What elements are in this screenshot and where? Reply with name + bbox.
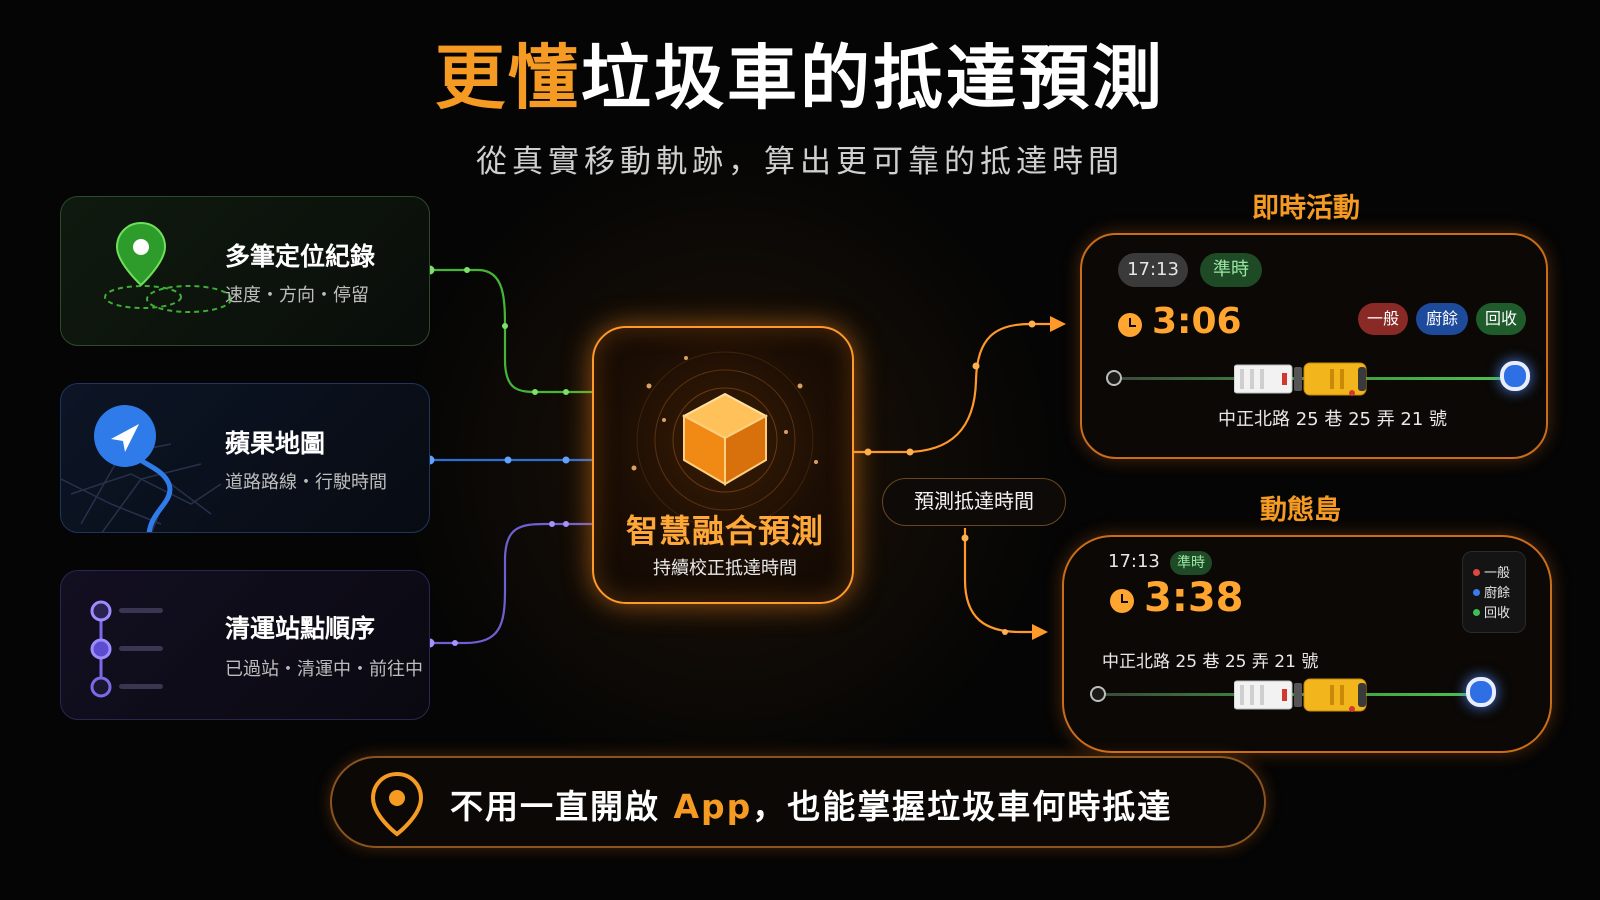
tag-general: 一般 [1358, 303, 1408, 335]
route-stops-icon [90, 600, 163, 698]
green-node [464, 267, 470, 273]
orange-node [961, 534, 969, 542]
start-dot [1106, 370, 1122, 386]
title-rest: 垃圾車的抵達預測 [581, 37, 1165, 119]
source-title: 蘋果地圖 [225, 429, 326, 458]
cube-icon [631, 351, 818, 529]
garbage-truck-icon [1233, 361, 1374, 401]
clock-icon [1118, 313, 1142, 337]
address-text: 中正北路 25 巷 25 弄 21 號 [1218, 409, 1448, 430]
green-connector [430, 268, 592, 394]
time-chip: 17:13 [1118, 253, 1188, 287]
live-activity-card: 17:13 準時 3:06 一般 廚餘 回收 中正北路 25 巷 25 弄 21… [1080, 233, 1548, 459]
tag-recycle: 回收 [1476, 303, 1526, 335]
eta-value: 3:38 [1144, 575, 1244, 621]
orange-node [1002, 629, 1008, 635]
navigation-arrow-icon [61, 405, 222, 532]
source-card-apple-maps: 蘋果地圖 道路路線・行駛時間 [60, 383, 430, 533]
orange-node [906, 448, 914, 456]
source-card-stop-order: 清運站點順序 已過站・清運中・前往中 [60, 570, 430, 720]
center-title: 智慧融合預測 [625, 512, 824, 550]
arrow-right-icon [1050, 316, 1066, 332]
title-accent: 更懂 [435, 37, 581, 119]
bottom-banner: 不用一直開啟 App，也能掌握垃圾車何時抵達 [330, 756, 1266, 848]
green-node [502, 323, 508, 329]
waste-type-legend: 一般 廚餘 回收 [1462, 551, 1526, 633]
legend-item-general: 一般 [1473, 562, 1510, 581]
blue-node [562, 456, 570, 464]
address-text: 中正北路 25 巷 25 弄 21 號 [1102, 652, 1319, 672]
purple-node [452, 640, 458, 646]
dynamic-island-label: 動態島 [1260, 495, 1341, 526]
source-card-location-records: 多筆定位紀錄 速度・方向・停留 [60, 196, 430, 346]
orange-node [864, 448, 872, 456]
orange-node [1028, 320, 1036, 328]
source-subtitle: 道路路線・行駛時間 [225, 472, 387, 493]
green-node [532, 389, 538, 395]
legend-item-food: 廚餘 [1473, 582, 1510, 601]
legend-item-recycle: 回收 [1473, 602, 1510, 621]
green-node [563, 389, 569, 395]
tag-food-waste: 廚餘 [1416, 303, 1468, 335]
purple-node [549, 521, 555, 527]
location-pin-icon [104, 221, 232, 313]
start-dot [1090, 686, 1106, 702]
source-subtitle: 已過站・清運中・前往中 [225, 659, 423, 680]
fusion-prediction-card: 智慧融合預測 持續校正抵達時間 [592, 326, 854, 604]
page-subtitle: 從真實移動軌跡，算出更可靠的抵達時間 [476, 144, 1124, 180]
status-badge: 準時 [1170, 551, 1212, 575]
destination-dot [1500, 361, 1530, 391]
destination-dot [1466, 677, 1496, 707]
garbage-truck-icon [1233, 677, 1374, 717]
purple-node [563, 521, 569, 527]
clock-icon [1110, 589, 1134, 613]
prediction-label: 預測抵達時間 [882, 478, 1066, 526]
dynamic-island-card: 17:13 準時 3:38 中正北路 25 巷 25 弄 21 號 一般 廚餘 … [1062, 535, 1552, 753]
center-subtitle: 持續校正抵達時間 [653, 558, 797, 579]
live-connector [854, 322, 1050, 454]
status-badge: 準時 [1200, 253, 1262, 287]
page-title: 更懂垃圾車的抵達預測 [0, 36, 1600, 120]
source-title: 多筆定位紀錄 [225, 242, 376, 271]
purple-connector [430, 522, 592, 645]
bottom-message: 不用一直開啟 App，也能掌握垃圾車何時抵達 [450, 787, 1173, 826]
source-subtitle: 速度・方向・停留 [225, 285, 369, 306]
blue-node [504, 456, 512, 464]
location-pin-icon [370, 771, 424, 837]
time-text: 17:13 [1108, 551, 1160, 572]
orange-node [972, 362, 980, 370]
arrow-right-icon [1032, 624, 1048, 640]
live-activity-label: 即時活動 [1252, 193, 1360, 224]
island-connector [963, 528, 1036, 634]
eta-value: 3:06 [1152, 301, 1242, 342]
source-title: 清運站點順序 [225, 614, 376, 643]
